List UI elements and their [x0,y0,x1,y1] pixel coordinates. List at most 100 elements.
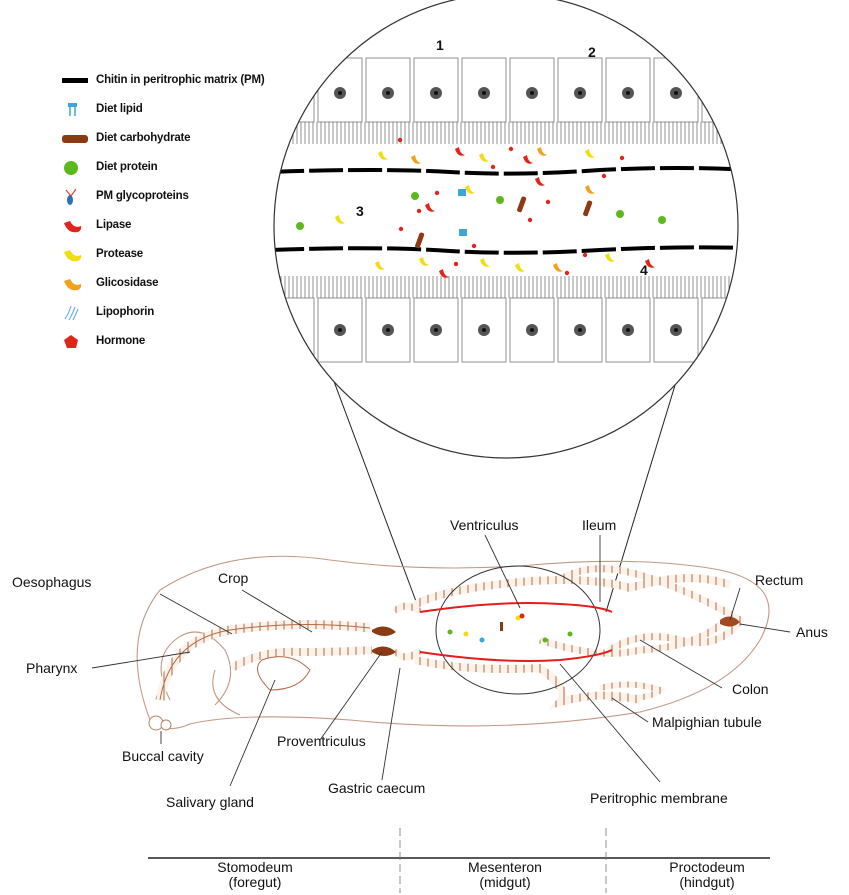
region-sub: (midgut) [410,875,600,890]
label-buccal-cavity: Buccal cavity [122,748,204,764]
legend-label: Chitin in peritrophic matrix (PM) [96,74,264,86]
midgut-particle-carbohydrate [500,622,503,631]
region-stomodeum: Stomodeum (foregut) [160,860,350,890]
midgut-particles [448,614,573,643]
cell-nucleus [766,324,778,336]
lipophorin-strands-icon [62,304,88,322]
particle-hormone [620,156,624,160]
legend-label: Protease [96,248,143,260]
carbohydrate-bar-icon [62,130,88,148]
particle-protein [616,210,624,218]
label-malpighian-tubule: Malpighian tubule [652,714,762,730]
particle-hormone [528,218,532,222]
label-anus: Anus [796,624,828,640]
region-sub: (hindgut) [612,875,802,890]
midgut-particle-protease [464,632,469,637]
midgut-particle-lipase [520,614,525,619]
green-dot-icon [62,159,88,177]
particle-hormone [546,200,550,204]
region-mesenteron: Mesenteron (midgut) [410,860,600,890]
peritrophic-membrane-line [420,603,612,612]
region-sub: (foregut) [160,875,350,890]
cell-nucleus [766,87,778,99]
epithelial-cell [750,58,794,122]
cell-nucleus [718,324,730,336]
particle-hormone [417,209,421,213]
region-name: Mesenteron [410,860,600,875]
particle-hormone [509,147,513,151]
particle-hormone [583,253,587,257]
legend-label: Diet carbohydrate [96,132,190,144]
proventriculus-shape [372,626,396,656]
cell-nucleus [718,87,730,99]
particle-hormone [454,262,458,266]
red-crescent-icon [62,217,88,235]
particle-hormone [435,191,439,195]
particle-hormone [565,271,569,275]
label-rectum: Rectum [755,572,803,588]
lower-epithelium-cells [270,298,794,362]
yellow-crescent-icon [62,246,88,264]
label-crop: Crop [218,570,248,586]
midgut-particle-protein [568,632,573,637]
epithelial-cell [750,298,794,362]
region-proctodeum: Proctodeum (hindgut) [612,860,802,890]
region-name: Proctodeum [612,860,802,875]
label-peritrophic-membrane: Peritrophic membrane [590,790,728,806]
particle-protein [496,196,504,204]
legend-label: Diet protein [96,161,158,173]
particle-protein [658,216,666,224]
particle-hormone [398,138,402,142]
red-pentagon-icon [62,333,88,351]
lipid-molecule-icon [62,101,88,119]
label-ventriculus: Ventriculus [450,517,518,533]
gut-tubes [160,569,740,702]
midgut-particle-protein [543,638,548,643]
lower-microvilli [270,276,750,298]
legend-item-protease: Protease [62,246,322,264]
legend-item-lipase: Lipase [62,217,322,235]
label-gastric-caecum: Gastric caecum [328,780,425,796]
epithelial-cell [702,298,746,362]
label-pharynx: Pharynx [26,660,77,676]
inset-number-1: 1 [436,37,444,53]
label-proventriculus: Proventriculus [277,733,366,749]
particle-lipid [459,229,467,236]
legend-label: Lipophorin [96,306,154,318]
midgut-epithelium-inset [270,0,794,460]
particle-hormone [602,174,606,178]
midgut-particle-lipid [480,638,485,643]
particle-hormone [491,165,495,169]
particle-hormone [472,244,476,248]
legend-label: PM glycoproteins [96,190,189,202]
black-bar-icon [62,72,88,90]
legend-item-chitin: Chitin in peritrophic matrix (PM) [62,72,322,90]
legend-label: Diet lipid [96,103,143,115]
particle-hormone [399,227,403,231]
legend-item-hormone: Hormone [62,333,322,351]
upper-epithelium-cells [270,58,794,122]
upper-microvilli [270,122,750,144]
legend-label: Lipase [96,219,131,231]
legend-item-glyco: PM glycoproteins [62,188,322,206]
label-colon: Colon [732,681,769,697]
particle-protein [411,192,419,200]
label-oesophagus: Oesophagus [12,574,91,590]
inset-number-2: 2 [588,44,596,60]
legend-item-protein: Diet protein [62,159,322,177]
label-ileum: Ileum [582,517,616,533]
legend-item-carb: Diet carbohydrate [62,130,322,148]
legend-item-lipid: Diet lipid [62,101,322,119]
particle-lipid [458,189,466,196]
inset-number-3: 3 [356,203,364,219]
orange-crescent-icon [62,275,88,293]
legend-item-lipophorin: Lipophorin [62,304,322,322]
glycoprotein-icon [62,188,88,206]
midgut-particle-protein [448,630,453,635]
legend-label: Glicosidase [96,277,158,289]
inset-number-4: 4 [640,262,648,278]
legend-item-glicosidase: Glicosidase [62,275,322,293]
label-salivary-gland: Salivary gland [166,794,254,810]
region-name: Stomodeum [160,860,350,875]
legend-label: Hormone [96,335,145,347]
